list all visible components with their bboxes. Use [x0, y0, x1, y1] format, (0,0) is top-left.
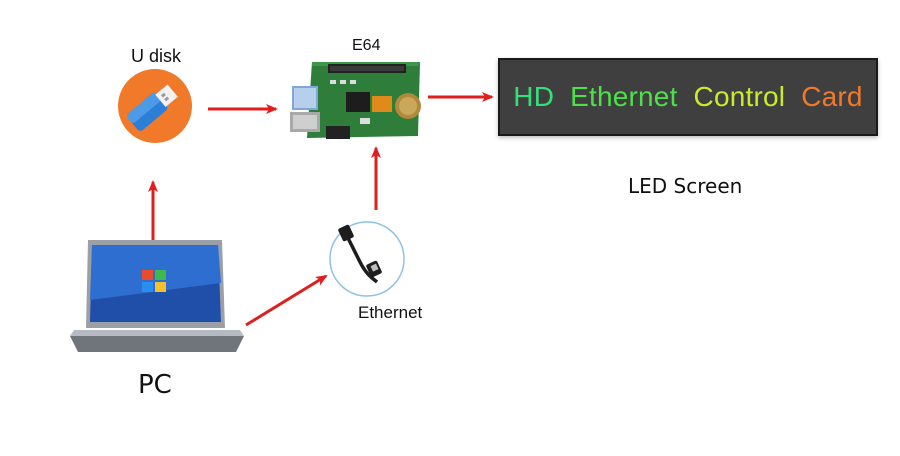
udisk-label: U disk	[131, 46, 182, 66]
arrows	[148, 92, 494, 327]
arrow-pc-to-ethernet	[245, 274, 328, 327]
led-word-hd: HD	[513, 81, 555, 112]
windows-logo-icon	[142, 270, 166, 292]
led-screen-display: HD Ethernet Control Card	[498, 58, 878, 136]
led-display-text: HD Ethernet Control Card	[509, 81, 866, 113]
led-word-control: Control	[693, 81, 786, 112]
led-screen-label: LED Screen	[628, 174, 743, 198]
ethernet-cable-icon	[329, 221, 405, 297]
laptop-icon	[70, 240, 244, 352]
led-word-ethernet: Ethernet	[570, 81, 678, 112]
pc-label: PC	[138, 370, 172, 400]
led-word-card: Card	[801, 81, 863, 112]
usb-drive-icon	[118, 69, 192, 143]
e64-label: E64	[352, 37, 381, 54]
controller-board-icon	[290, 62, 421, 139]
ethernet-label: Ethernet	[358, 303, 423, 322]
